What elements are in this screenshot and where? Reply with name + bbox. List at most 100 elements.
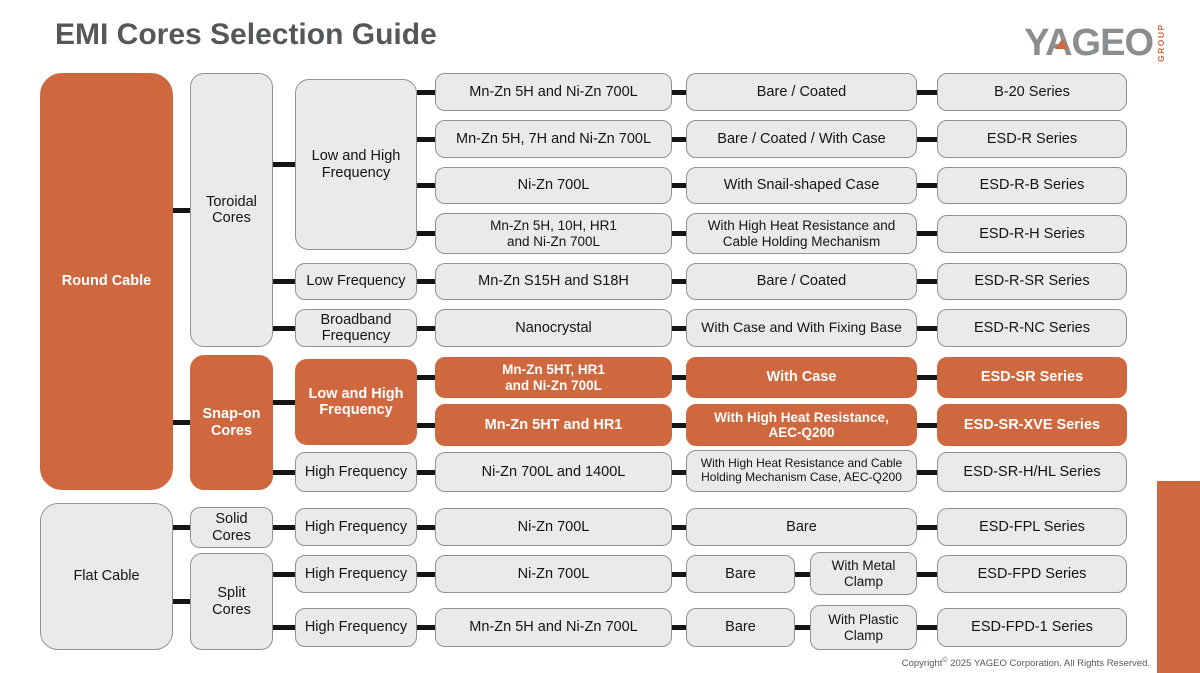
connector-line: [417, 422, 435, 428]
node-material-row2: Mn-Zn 5H, 7H and Ni-Zn 700L: [435, 120, 672, 158]
node-label: With Plastic Clamp: [828, 612, 899, 643]
node-label: ESD-R-H Series: [979, 225, 1085, 242]
connector-line: [273, 524, 295, 530]
connector-line: [672, 524, 686, 530]
node-case-row4: With High Heat Resistance and Cable Hold…: [686, 213, 917, 254]
yageo-logo-triangle-icon: [1055, 39, 1070, 49]
copyright-prefix: Copyright: [901, 658, 943, 669]
connector-line: [795, 571, 810, 577]
connector-line: [672, 469, 686, 475]
copyright-text: Copyright© 2025 YAGEO Corporation. All R…: [902, 657, 1150, 669]
node-case-row10: Bare: [686, 508, 917, 546]
node-label: With Snail-shaped Case: [723, 177, 880, 194]
node-label: Round Cable: [61, 273, 152, 290]
node-material-row11: Ni-Zn 700L: [435, 555, 672, 593]
node-label: With Case and With Fixing Base: [701, 319, 902, 336]
node-split-cores: Split Cores: [190, 553, 273, 650]
node-case-row2: Bare / Coated / With Case: [686, 120, 917, 158]
node-material-row9: Ni-Zn 700L and 1400L: [435, 452, 672, 492]
connector-line: [917, 89, 937, 95]
node-toroidal-cores: Toroidal Cores: [190, 73, 273, 347]
node-series-esd-r-h: ESD-R-H Series: [937, 215, 1127, 253]
connector-line: [173, 419, 190, 425]
node-label: High Frequency: [304, 518, 408, 535]
connector-line: [795, 624, 810, 630]
node-series-esd-r-b: ESD-R-B Series: [937, 167, 1127, 204]
node-case-row5: Bare / Coated: [686, 263, 917, 300]
node-series-b20: B-20 Series: [937, 73, 1127, 111]
node-series-esd-sr-h-hl: ESD-SR-H/HL Series: [937, 452, 1127, 492]
node-freq-high-split-1: High Frequency: [295, 555, 417, 593]
node-case-row9: With High Heat Resistance and Cable Hold…: [686, 450, 917, 492]
node-material-row4: Mn-Zn 5H, 10H, HR1 and Ni-Zn 700L: [435, 213, 672, 254]
connector-line: [417, 278, 435, 284]
node-label: ESD-FPD Series: [977, 565, 1087, 582]
connector-line: [672, 182, 686, 188]
node-label: High Frequency: [304, 619, 408, 636]
node-label: High Frequency: [304, 463, 408, 480]
connector-line: [173, 598, 190, 604]
connector-line: [917, 374, 937, 380]
connector-line: [917, 230, 937, 236]
node-label: ESD-SR Series: [980, 369, 1084, 386]
node-case-row1: Bare / Coated: [686, 73, 917, 111]
connector-line: [173, 524, 190, 530]
node-label: Bare: [786, 518, 817, 535]
connector-line: [417, 182, 435, 188]
node-material-row8: Mn-Zn 5HT and HR1: [435, 404, 672, 446]
node-label: With High Heat Resistance and Cable Hold…: [700, 456, 903, 484]
node-series-esd-sr-xve: ESD-SR-XVE Series: [937, 404, 1127, 446]
node-label: Mn-Zn 5H and Ni-Zn 700L: [469, 83, 638, 100]
node-freq-low-high-snapon: Low and High Frequency: [295, 359, 417, 445]
connector-line: [273, 161, 295, 167]
copyright-symbol: ©: [942, 656, 948, 664]
node-label: Mn-Zn 5H and Ni-Zn 700L: [469, 619, 638, 636]
yageo-logo-wordmark: YAGEO: [1024, 24, 1154, 62]
connector-line: [417, 89, 435, 95]
node-label: ESD-R-NC Series: [973, 319, 1090, 336]
node-series-esd-r: ESD-R Series: [937, 120, 1127, 158]
node-material-row12: Mn-Zn 5H and Ni-Zn 700L: [435, 608, 672, 647]
connector-line: [273, 399, 295, 405]
node-material-row6: Nanocrystal: [435, 309, 672, 347]
connector-line: [672, 325, 686, 331]
node-label: Low and High Frequency: [308, 385, 404, 418]
connector-line: [672, 230, 686, 236]
node-label: Ni-Zn 700L: [517, 177, 590, 194]
yageo-logo: YAGEO GROUP: [1024, 20, 1166, 66]
connector-line: [273, 571, 295, 577]
node-case-row3: With Snail-shaped Case: [686, 167, 917, 204]
connector-line: [917, 524, 937, 530]
node-label: Ni-Zn 700L: [517, 518, 590, 535]
node-label: Bare: [725, 619, 756, 636]
connector-line: [917, 182, 937, 188]
node-label: Nanocrystal: [515, 319, 592, 336]
node-round-cable: Round Cable: [40, 73, 173, 490]
connector-line: [417, 524, 435, 530]
connector-line: [417, 374, 435, 380]
connector-line: [417, 624, 435, 630]
node-label: High Frequency: [304, 565, 408, 582]
node-label: With High Heat Resistance, AEC-Q200: [714, 409, 889, 440]
node-label: Ni-Zn 700L and 1400L: [481, 463, 626, 480]
node-label: Flat Cable: [73, 568, 140, 585]
node-label: Mn-Zn 5HT and HR1: [484, 416, 623, 433]
connector-line: [917, 325, 937, 331]
node-series-esd-r-sr: ESD-R-SR Series: [937, 263, 1127, 300]
connector-line: [273, 469, 295, 475]
yageo-logo-group-text: GROUP: [1156, 23, 1166, 62]
node-label: Low Frequency: [306, 273, 406, 290]
node-case-row11-bare: Bare: [686, 555, 795, 593]
node-label: B-20 Series: [994, 83, 1070, 100]
node-label: Bare: [725, 565, 756, 582]
node-case-row7: With Case: [686, 357, 917, 398]
node-label: Solid Cores: [212, 511, 251, 544]
node-label: Bare / Coated / With Case: [717, 130, 886, 147]
connector-line: [917, 571, 937, 577]
node-label: Snap-on Cores: [202, 406, 261, 439]
node-label: Split Cores: [212, 585, 251, 618]
connector-line: [917, 422, 937, 428]
node-series-esd-r-nc: ESD-R-NC Series: [937, 309, 1127, 347]
connector-line: [917, 624, 937, 630]
connector-line: [417, 325, 435, 331]
